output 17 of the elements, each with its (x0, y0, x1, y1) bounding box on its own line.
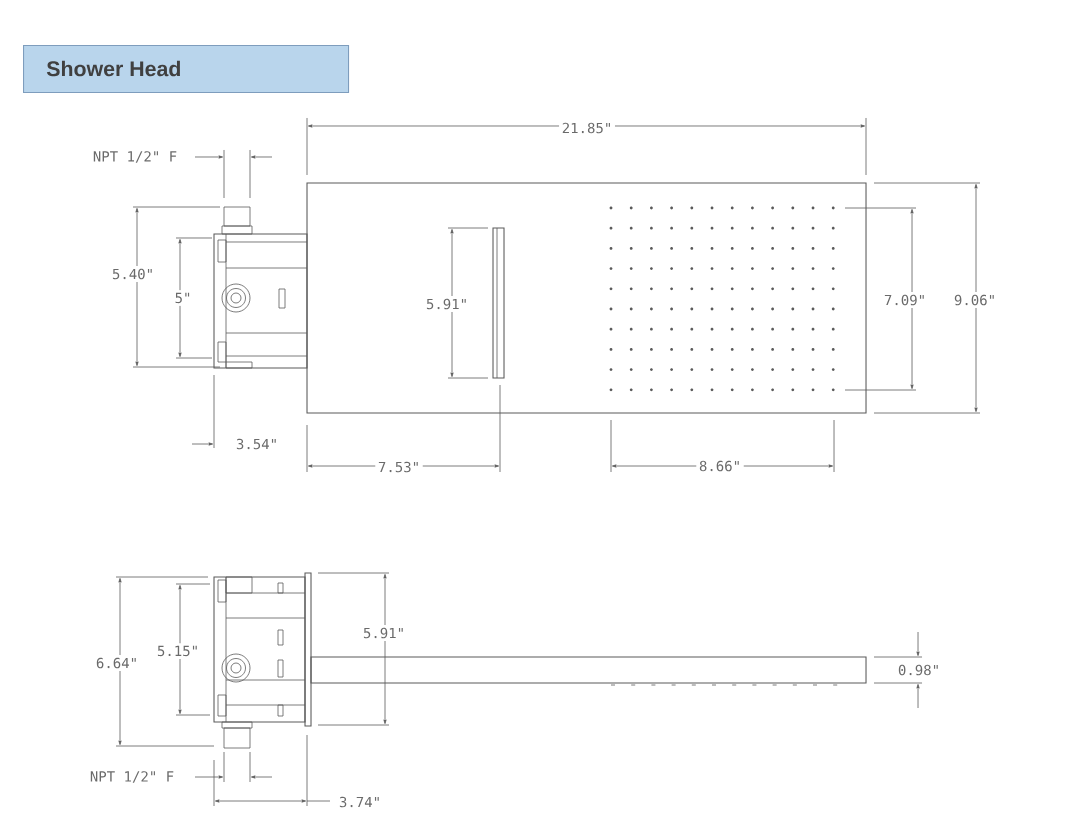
dimension-label: 21.85" (559, 120, 615, 136)
dimension-label: 9.06" (951, 292, 999, 308)
dimension-label: 3.54" (233, 436, 281, 452)
dimension-label: 5.91" (423, 296, 471, 312)
dimension-label: NPT 1/2" F (87, 768, 177, 786)
dimension-label: 0.98" (895, 662, 943, 678)
dimension-label: 3.74" (336, 794, 384, 810)
dimension-label: 5.15" (154, 643, 202, 659)
dimension-label: NPT 1/2" F (90, 148, 180, 166)
dimension-label: 5" (171, 290, 195, 306)
title: Shower Head (46, 60, 180, 77)
dimension-label: 8.66" (696, 458, 744, 474)
dimension-label: 7.53" (375, 459, 423, 475)
dimension-label: 5.91" (360, 625, 408, 641)
dimension-label: 6.64" (93, 655, 141, 671)
dimension-label: 5.40" (109, 266, 157, 282)
dimension-label: 7.09" (881, 292, 929, 308)
